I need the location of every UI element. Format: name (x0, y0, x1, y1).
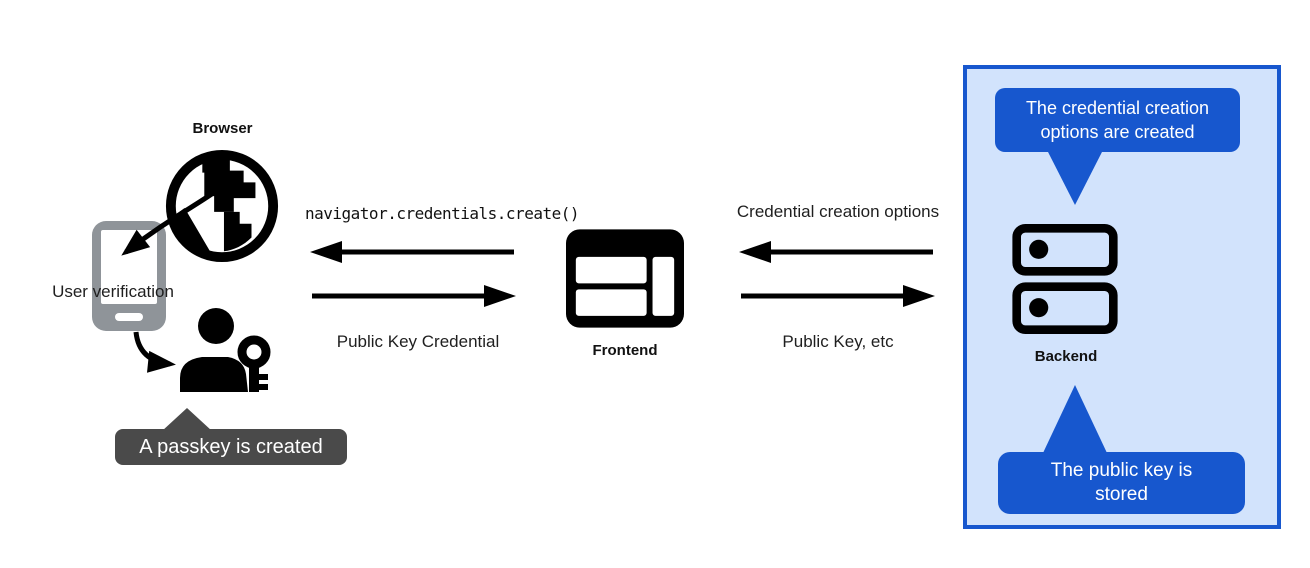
passkey-callout: A passkey is created (115, 429, 347, 465)
arrow-frontend-to-browser (310, 241, 514, 263)
user-verification-label: User verification (52, 282, 174, 301)
options-created-text: The credential creation options are crea… (1025, 97, 1210, 142)
backend-label: Backend (1034, 348, 1098, 365)
arrow-frontend-to-backend (741, 285, 935, 307)
options-created-callout-pointer (1047, 150, 1103, 205)
arrow-phone-to-user (133, 331, 176, 373)
passkey-callout-pointer (162, 408, 212, 431)
globe-icon (165, 149, 279, 263)
user-with-key-icon (180, 308, 271, 392)
credential-creation-options-label: Credential creation options (736, 202, 940, 221)
server-stack-icon (1012, 224, 1118, 334)
key-stored-callout: The public key is stored (998, 452, 1245, 514)
smartphone-icon (92, 221, 166, 331)
arrow-browser-to-frontend (312, 285, 516, 307)
passkey-callout-text: A passkey is created (139, 435, 323, 458)
public-key-etc-label: Public Key, etc (782, 332, 894, 351)
browser-window-icon (566, 229, 684, 328)
frontend-label: Frontend (592, 342, 658, 359)
key-stored-callout-pointer (1043, 385, 1107, 453)
arrow-backend-to-frontend (739, 241, 933, 263)
browser-label: Browser (192, 120, 253, 137)
public-key-credential-label: Public Key Credential (336, 332, 500, 351)
key-stored-text: The public key is stored (1050, 460, 1193, 505)
navigator-create-label: navigator.credentials.create() (305, 204, 579, 223)
options-created-callout: The credential creation options are crea… (995, 88, 1240, 152)
